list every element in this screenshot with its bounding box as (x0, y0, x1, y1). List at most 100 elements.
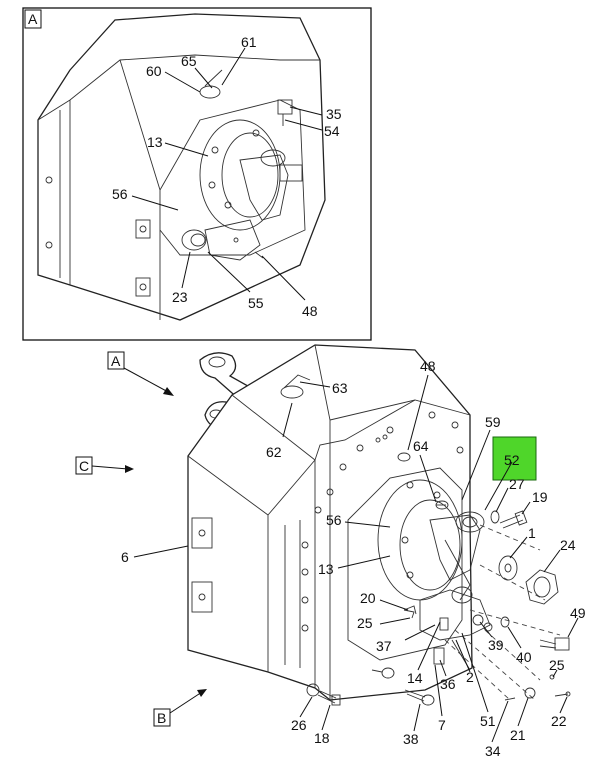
marker-a-box (107, 351, 125, 370)
callout-39: 39 (488, 637, 504, 653)
leader-56 (344, 521, 391, 528)
leader-14 (417, 621, 441, 671)
leader-36 (439, 659, 447, 677)
leader-51 (461, 632, 489, 713)
callout-19: 19 (532, 489, 548, 505)
leader-64 (419, 454, 437, 503)
leader-20 (379, 599, 409, 611)
leader-48 (407, 374, 429, 451)
callout-25b: 25 (549, 657, 565, 673)
callout-6: 6 (121, 549, 129, 565)
leader-37 (404, 624, 436, 641)
leader-6 (133, 545, 189, 558)
marker-b-arrowhead (197, 689, 207, 697)
callout-56: 56 (326, 512, 342, 528)
callout-26: 26 (291, 717, 307, 733)
leader-25a (379, 617, 411, 625)
detail-leader-60 (164, 71, 201, 93)
main-housing-drawing (187, 344, 571, 706)
callout-49: 49 (570, 605, 586, 621)
leader-39 (479, 621, 493, 638)
leader-27 (495, 487, 509, 513)
leader-38 (413, 703, 421, 732)
detail-callout-23: 23 (172, 289, 188, 305)
detail-callout-61: 61 (241, 34, 257, 50)
leader-26 (299, 696, 313, 718)
leader-40 (507, 626, 522, 649)
marker-c-box (75, 456, 93, 475)
highlight-part-52 (492, 436, 537, 481)
detail-callout-13: 13 (147, 134, 163, 150)
callout-20: 20 (360, 590, 376, 606)
marker-c-arrow (91, 465, 129, 470)
detail-view-a: A (22, 7, 372, 341)
callout-27: 27 (509, 476, 525, 492)
detail-letter: A (28, 11, 38, 27)
detail-leader-55 (207, 251, 251, 293)
callout-59: 59 (485, 414, 501, 430)
leader-25b (552, 669, 558, 678)
leader-13 (337, 555, 391, 569)
detail-callout-55: 55 (248, 295, 264, 311)
callout-7: 7 (438, 717, 446, 733)
callout-22: 22 (551, 713, 567, 729)
detail-leader-48 (261, 255, 306, 301)
callout-18: 18 (314, 730, 330, 746)
leader-52 (484, 461, 513, 511)
callout-40: 40 (516, 649, 532, 665)
detail-leader-54 (284, 119, 323, 131)
detail-leader-56 (131, 195, 179, 211)
detail-leader-65 (194, 67, 213, 89)
callout-36: 36 (440, 676, 456, 692)
callout-63: 63 (332, 380, 348, 396)
detail-leader-61 (221, 47, 246, 86)
leader-2 (455, 639, 471, 673)
detail-leader-13 (164, 142, 209, 157)
callout-1: 1 (528, 525, 536, 541)
callout-52: 52 (504, 452, 520, 468)
marker-c-arrowhead (125, 465, 134, 473)
detail-callout-48: 48 (302, 303, 318, 319)
marker-a-arrowhead (163, 387, 174, 396)
marker-a-arrow (123, 367, 171, 394)
leader-34 (491, 700, 509, 743)
callout-37: 37 (376, 638, 392, 654)
callout-38: 38 (403, 731, 419, 747)
leader-24 (543, 549, 561, 573)
callout-24: 24 (560, 537, 576, 553)
leader-59 (461, 429, 491, 501)
callout-64: 64 (413, 438, 429, 454)
detail-leader-35 (289, 106, 323, 116)
detail-callout-56: 56 (112, 186, 128, 202)
leader-19 (521, 501, 531, 515)
marker-a-letter: A (111, 353, 121, 369)
detail-callout-65: 65 (181, 53, 197, 69)
marker-c-letter: C (79, 458, 89, 474)
leader-1 (509, 536, 528, 559)
callout-2: 2 (466, 669, 474, 685)
detail-leader-23 (181, 251, 191, 289)
leader-62 (282, 402, 293, 438)
main-view: A C B (75, 344, 586, 759)
detail-callout-54: 54 (324, 123, 340, 139)
callout-48: 48 (420, 358, 436, 374)
marker-b-arrow (169, 691, 203, 714)
callout-51: 51 (480, 713, 496, 729)
leader-18 (321, 704, 331, 731)
leader-21 (517, 697, 529, 727)
leader-22 (559, 696, 568, 714)
detail-callout-35: 35 (326, 106, 342, 122)
callout-21: 21 (510, 727, 526, 743)
callout-13: 13 (318, 561, 334, 577)
marker-b-letter: B (157, 710, 166, 726)
leader-7 (434, 664, 443, 717)
leader-63 (299, 381, 331, 388)
detail-frame (22, 7, 372, 341)
marker-b-box (153, 708, 171, 727)
detail-letter-box (24, 9, 42, 29)
leader-49 (567, 617, 579, 638)
detail-callout-60: 60 (146, 63, 162, 79)
detail-housing-drawing (37, 13, 326, 321)
callout-62: 62 (266, 444, 282, 460)
